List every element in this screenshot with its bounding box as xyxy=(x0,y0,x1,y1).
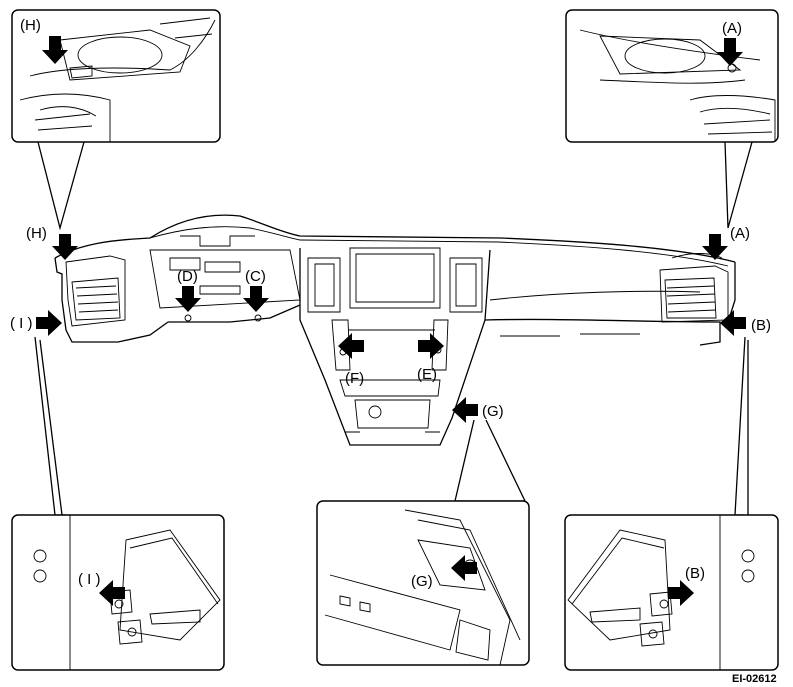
label-h: (H) xyxy=(26,225,47,242)
arrow-c xyxy=(243,286,269,312)
inset-h xyxy=(11,9,221,143)
label-f: (F) xyxy=(345,370,364,387)
arrow-i-inset xyxy=(99,580,125,606)
figure-id: EI-02612 xyxy=(732,673,777,685)
arrow-h-inset xyxy=(42,36,68,64)
label-g-inset: (G) xyxy=(411,573,433,590)
label-g: (G) xyxy=(482,403,504,420)
label-b: (B) xyxy=(751,317,771,334)
instrument-panel xyxy=(54,214,736,446)
arrow-d xyxy=(175,286,201,312)
label-c: (C) xyxy=(245,268,266,285)
arrow-b xyxy=(720,310,746,336)
inset-a xyxy=(565,9,779,143)
leader-lines xyxy=(34,141,753,516)
arrow-f xyxy=(338,333,364,359)
arrow-a-inset xyxy=(717,38,743,66)
inset-g xyxy=(316,500,530,666)
arrow-g-inset xyxy=(451,555,477,581)
main-arrows xyxy=(36,234,746,423)
label-h-inset: (H) xyxy=(20,17,41,34)
label-i-inset: ( I ) xyxy=(78,571,101,588)
label-e: (E) xyxy=(417,366,437,383)
arrow-h xyxy=(52,234,78,260)
inset-i-drawing xyxy=(33,515,221,670)
label-b-inset: (B) xyxy=(685,565,705,582)
label-a-inset: (A) xyxy=(722,20,742,37)
arrow-i xyxy=(36,310,62,336)
label-i: ( I ) xyxy=(10,315,33,332)
arrow-b-inset xyxy=(668,580,694,606)
inset-b-drawing xyxy=(567,515,755,670)
label-d: (D) xyxy=(177,268,198,285)
arrow-a xyxy=(702,234,728,260)
label-a: (A) xyxy=(730,225,750,242)
arrow-g xyxy=(452,397,478,423)
arrow-e xyxy=(418,333,444,359)
inset-h-drawing xyxy=(19,17,216,142)
